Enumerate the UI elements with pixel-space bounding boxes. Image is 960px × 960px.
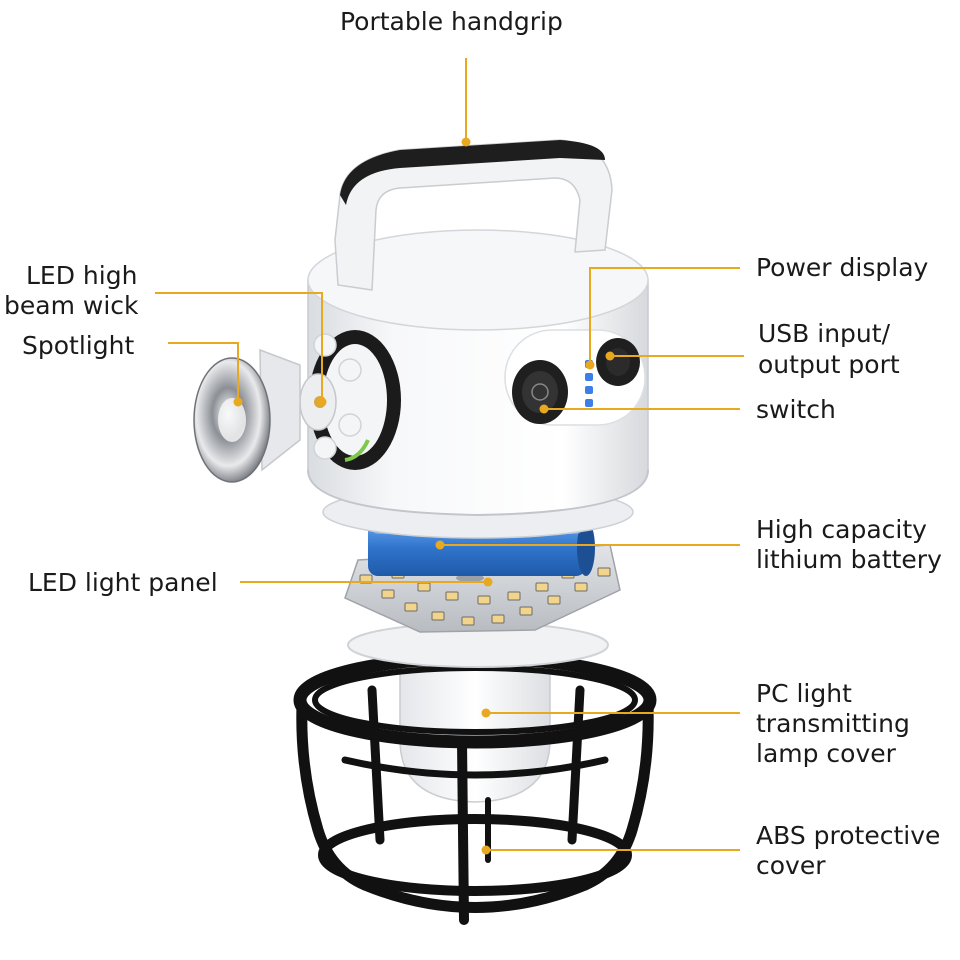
leader-lines: [155, 58, 744, 851]
label-pc-cover-line1: PC light: [756, 679, 852, 708]
label-battery-line2: lithium battery: [756, 545, 942, 574]
leader-spotlight: [168, 342, 239, 402]
label-pc-cover-line2: transmitting: [756, 709, 910, 738]
label-usb-line2: output port: [758, 350, 900, 379]
label-pc-cover-line3: lamp cover: [756, 739, 896, 768]
label-power-display: Power display: [756, 253, 929, 282]
label-usb-line1: USB input/: [758, 319, 890, 348]
leader-led-wick: [155, 292, 323, 402]
leader-dots: [233, 137, 615, 855]
label-abs-line2: cover: [756, 851, 826, 880]
side-light-module: [193, 330, 401, 483]
portable-handgrip: [334, 139, 613, 291]
label-led-wick-line2: beam wick: [4, 291, 139, 320]
label-abs-line1: ABS protective: [756, 821, 941, 850]
leader-power-display: [589, 267, 740, 365]
label-led-panel: LED light panel: [28, 568, 218, 597]
label-switch: switch: [756, 395, 836, 424]
label-spotlight: Spotlight: [22, 331, 135, 360]
control-panel: [504, 329, 646, 426]
label-led-wick-line1: LED high: [26, 261, 138, 290]
label-handgrip: Portable handgrip: [340, 7, 563, 36]
label-battery-line1: High capacity: [756, 515, 927, 544]
